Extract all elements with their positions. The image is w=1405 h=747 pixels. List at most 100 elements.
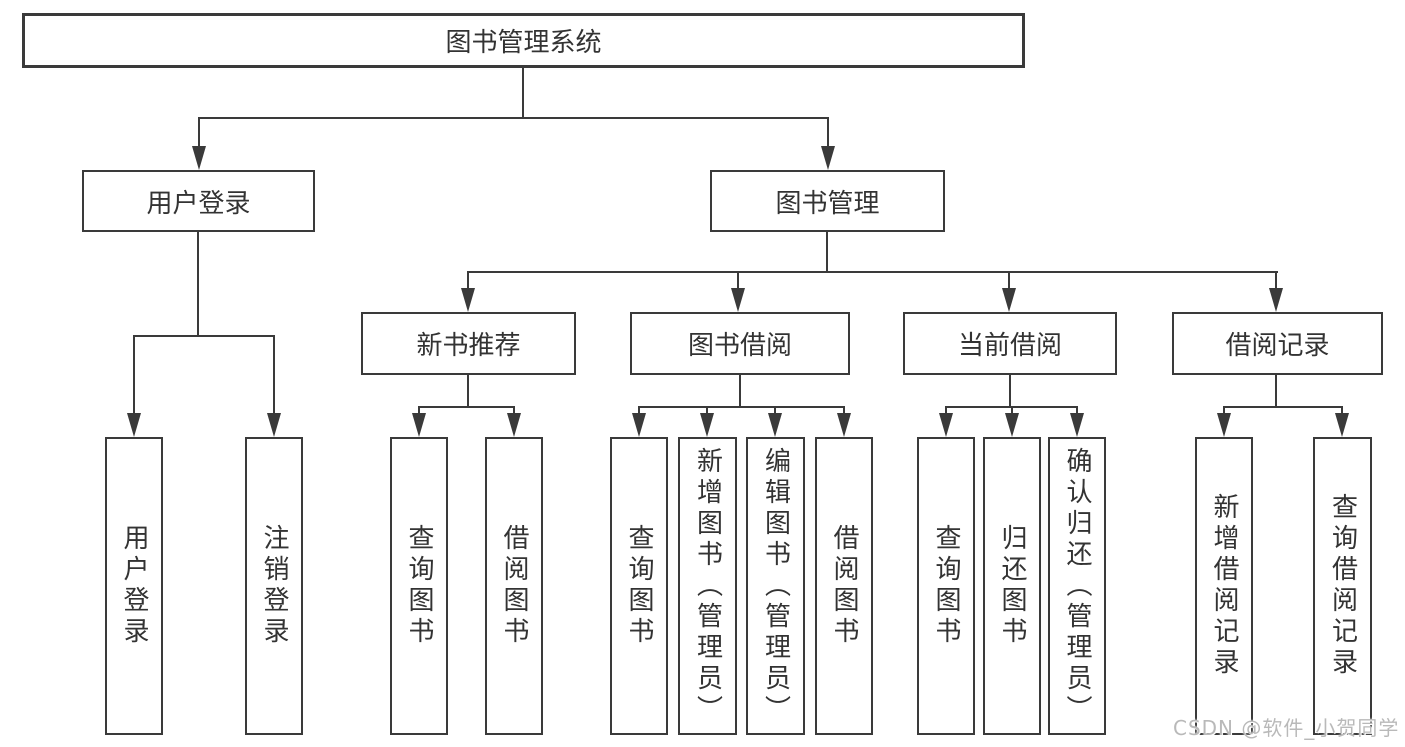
node-label: 查询图书 xyxy=(931,524,961,648)
arrow-down-icon xyxy=(1269,288,1283,312)
connector-bracket-root xyxy=(198,117,829,119)
node-logout: 注销登录 xyxy=(245,437,303,735)
node-label: 查询图书 xyxy=(624,524,654,648)
connector-vline-borrow-records xyxy=(1275,375,1277,406)
node-label: 编辑图书（管理员） xyxy=(760,446,791,726)
connector-bracket-book-management xyxy=(467,271,1278,273)
csdn-watermark: CSDN @软件_小贺同学 xyxy=(1173,716,1400,740)
node-confirm-return-admin: 确认归还（管理员） xyxy=(1048,437,1106,735)
node-label: 注销登录 xyxy=(259,524,289,648)
arrow-down-icon xyxy=(1335,413,1349,437)
arrow-stem xyxy=(513,406,515,413)
node-label: 新增图书（管理员） xyxy=(692,446,723,726)
connector-drop xyxy=(1005,406,1019,437)
node-query-books-recommend: 查询图书 xyxy=(390,437,448,735)
node-new-book-recommend: 新书推荐 xyxy=(361,312,576,375)
node-query-borrow-record: 查询借阅记录 xyxy=(1313,437,1372,735)
connector-drop xyxy=(127,335,141,437)
arrow-down-icon xyxy=(632,413,646,437)
arrow-down-icon xyxy=(939,413,953,437)
node-add-books-admin: 新增图书（管理员） xyxy=(678,437,737,735)
node-current-borrow: 当前借阅 xyxy=(903,312,1117,375)
node-label: 新增借阅记录 xyxy=(1209,493,1239,679)
arrow-down-icon xyxy=(700,413,714,437)
connector-bracket-borrow-records xyxy=(1223,406,1343,408)
arrow-down-icon xyxy=(837,413,851,437)
node-label: 用户登录 xyxy=(119,524,149,648)
node-query-books-borrow: 查询图书 xyxy=(610,437,668,735)
connector-drop xyxy=(1070,406,1084,437)
node-label: 归还图书 xyxy=(997,524,1027,648)
connector-drop xyxy=(507,406,521,437)
arrow-down-icon xyxy=(821,146,835,170)
arrow-stem xyxy=(418,406,420,413)
arrow-down-icon xyxy=(412,413,426,437)
node-return-books: 归还图书 xyxy=(983,437,1041,735)
node-book-borrow: 图书借阅 xyxy=(630,312,850,375)
connector-vline-root xyxy=(522,68,524,117)
node-user-login-leaf: 用户登录 xyxy=(105,437,163,735)
arrow-stem xyxy=(198,117,200,146)
arrow-stem xyxy=(1008,271,1010,288)
connector-drop xyxy=(821,117,835,170)
node-label: 借阅图书 xyxy=(829,524,859,648)
arrow-stem xyxy=(133,335,135,413)
connector-drop xyxy=(731,271,745,312)
arrow-stem xyxy=(1223,406,1225,413)
node-borrow-books-recommend: 借阅图书 xyxy=(485,437,543,735)
node-label: 借阅图书 xyxy=(499,524,529,648)
arrow-down-icon xyxy=(192,146,206,170)
arrow-down-icon xyxy=(1070,413,1084,437)
node-root: 图书管理系统 xyxy=(22,13,1025,68)
arrow-down-icon xyxy=(267,413,281,437)
arrow-stem xyxy=(737,271,739,288)
connector-drop xyxy=(412,406,426,437)
arrow-stem xyxy=(1275,271,1277,288)
connector-vline-new-book-recommend xyxy=(467,375,469,406)
arrow-stem xyxy=(1076,406,1078,413)
arrow-stem xyxy=(273,335,275,413)
connector-vline-book-management xyxy=(826,232,828,271)
arrow-stem xyxy=(467,271,469,288)
connector-drop xyxy=(1335,406,1349,437)
arrow-down-icon xyxy=(127,413,141,437)
connector-drop xyxy=(632,406,646,437)
connector-drop xyxy=(837,406,851,437)
arrow-down-icon xyxy=(1005,413,1019,437)
arrow-stem xyxy=(638,406,640,413)
arrow-stem xyxy=(1011,406,1013,413)
arrow-stem xyxy=(774,406,776,413)
node-label: 查询图书 xyxy=(404,524,434,648)
arrow-down-icon xyxy=(1002,288,1016,312)
connector-bracket-new-book-recommend xyxy=(418,406,515,408)
connector-vline-user-login xyxy=(197,232,199,335)
connector-drop xyxy=(768,406,782,437)
node-borrow-books-leaf: 借阅图书 xyxy=(815,437,873,735)
arrow-down-icon xyxy=(461,288,475,312)
arrow-down-icon xyxy=(507,413,521,437)
connector-drop xyxy=(192,117,206,170)
node-label: 查询借阅记录 xyxy=(1327,493,1358,679)
arrow-stem xyxy=(706,406,708,413)
connector-drop xyxy=(461,271,475,312)
connector-bracket-book-borrow xyxy=(638,406,845,408)
connector-drop xyxy=(1269,271,1283,312)
arrow-stem xyxy=(843,406,845,413)
arrow-stem xyxy=(945,406,947,413)
arrow-stem xyxy=(1341,406,1343,413)
connector-vline-book-borrow xyxy=(739,375,741,406)
connector-drop xyxy=(939,406,953,437)
connector-bracket-user-login xyxy=(133,335,275,337)
node-label: 确认归还（管理员） xyxy=(1062,446,1092,726)
connector-drop xyxy=(1217,406,1231,437)
connector-drop xyxy=(1002,271,1016,312)
connector-drop xyxy=(267,335,281,437)
node-query-books-current: 查询图书 xyxy=(917,437,975,735)
arrow-stem xyxy=(827,117,829,146)
node-book-management: 图书管理 xyxy=(710,170,945,232)
connector-vline-current-borrow xyxy=(1009,375,1011,406)
node-edit-books-admin: 编辑图书（管理员） xyxy=(746,437,805,735)
connector-drop xyxy=(700,406,714,437)
node-borrow-records: 借阅记录 xyxy=(1172,312,1383,375)
